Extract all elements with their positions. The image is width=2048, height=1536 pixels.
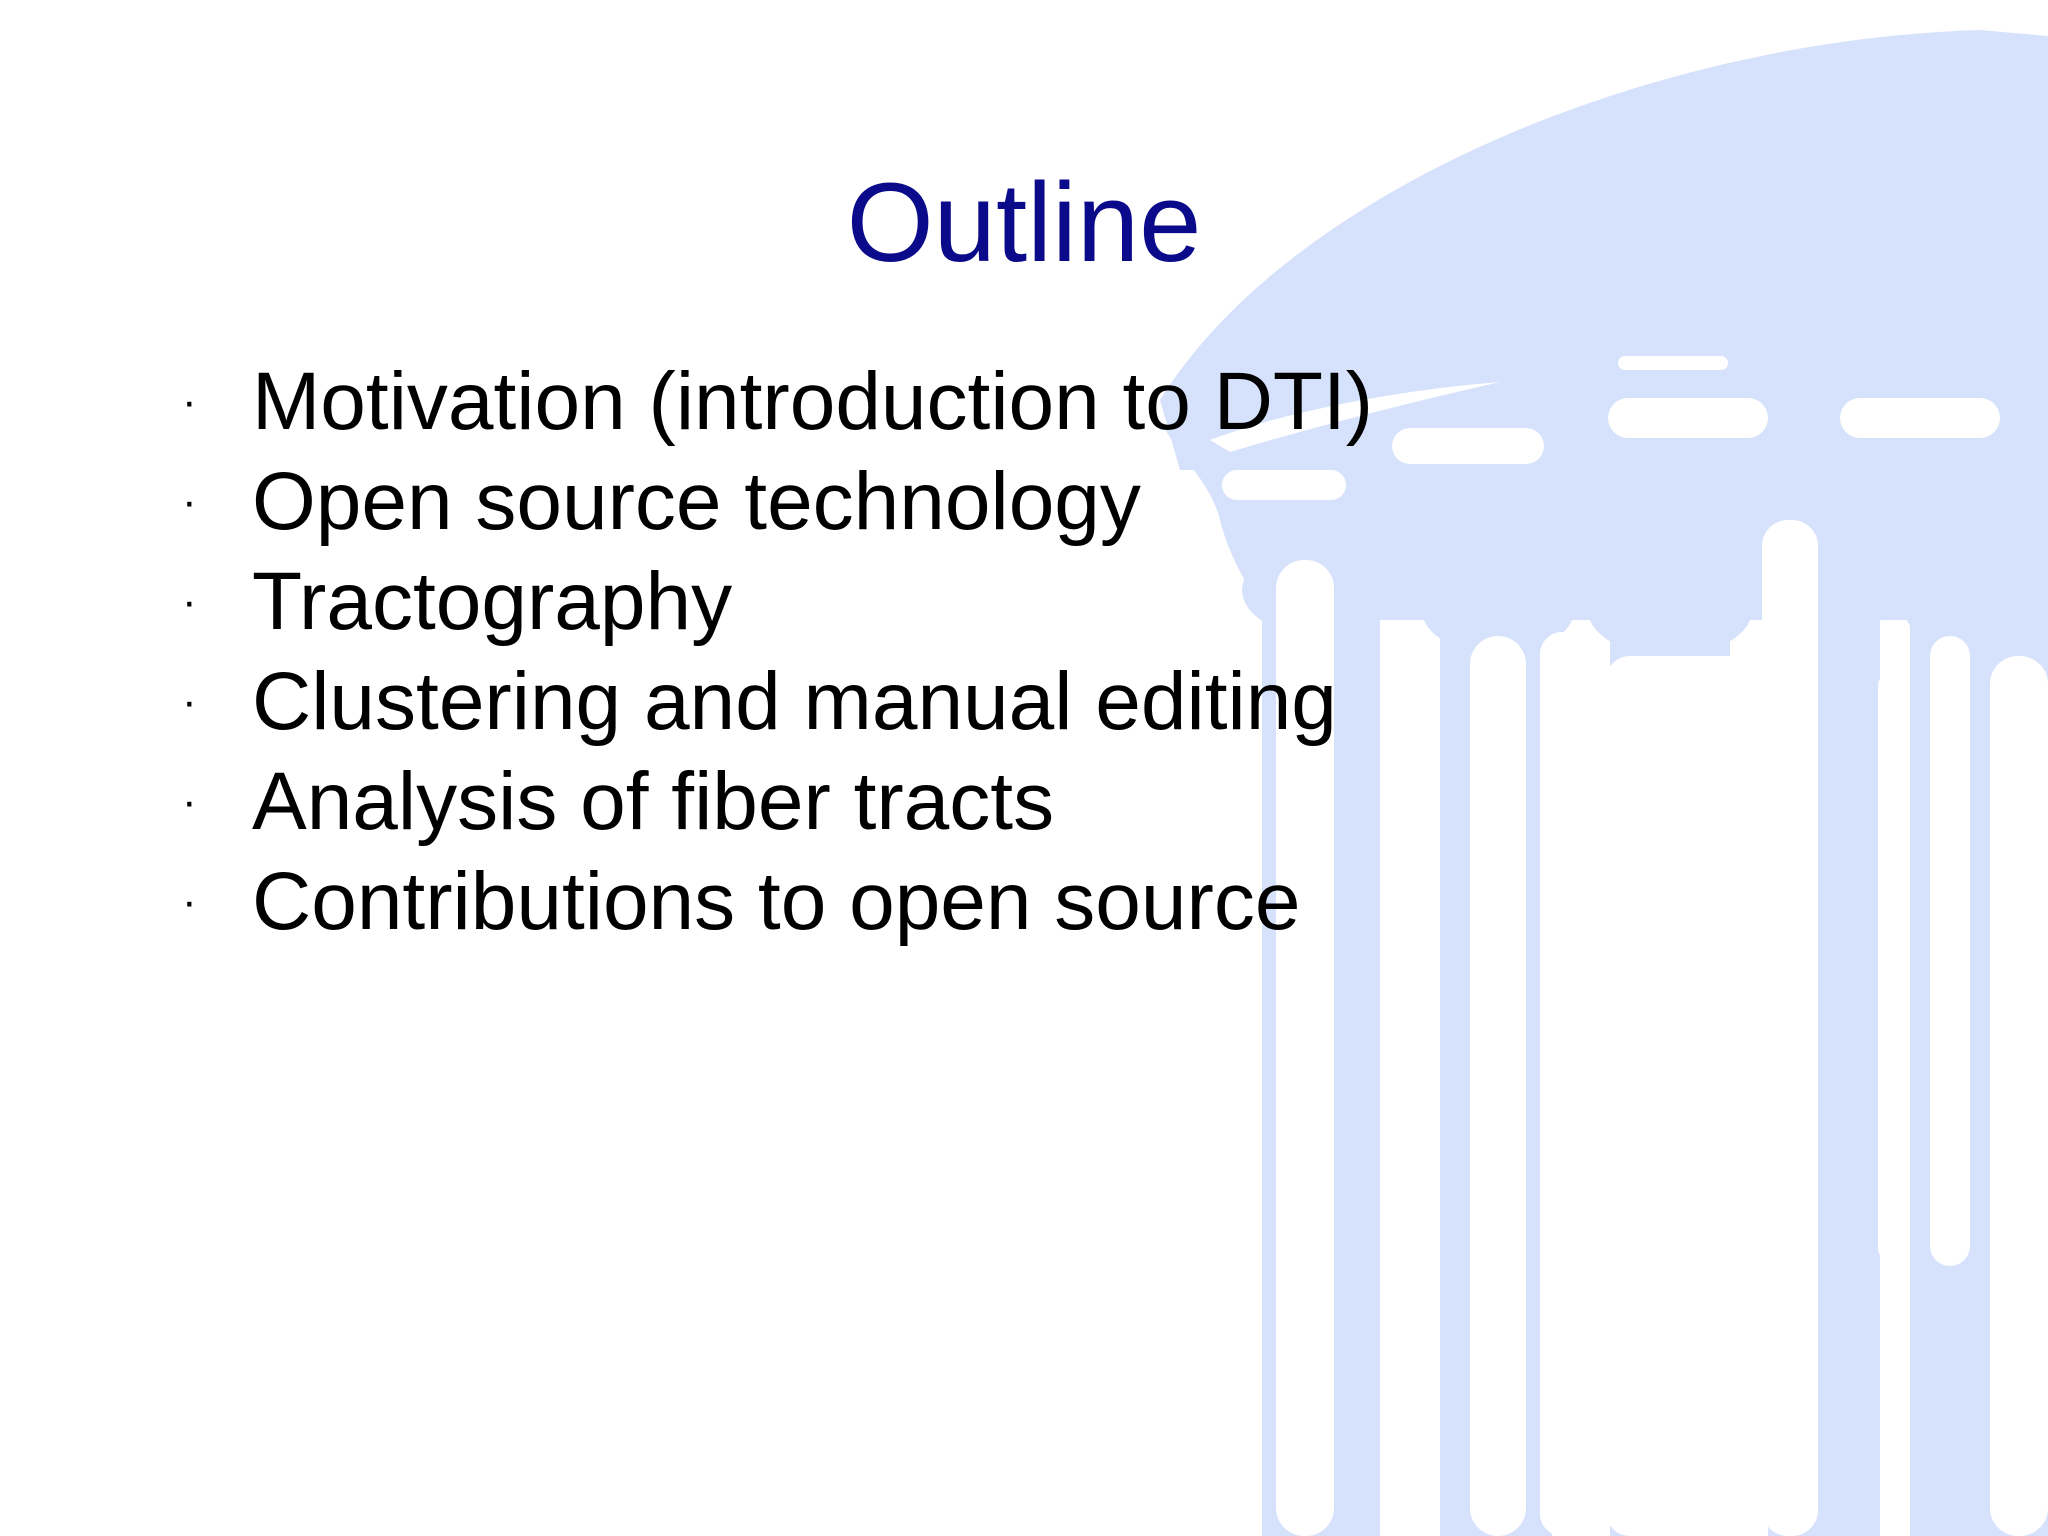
bullet-item: · Open source technology: [170, 452, 1373, 552]
bullet-text: Tractography: [252, 556, 733, 647]
bullet-text: Analysis of fiber tracts: [252, 756, 1055, 847]
bullet-text: Open source technology: [252, 456, 1141, 547]
bullet-item: · Tractography: [170, 552, 1373, 652]
bullet-list: · Motivation (introduction to DTI) · Ope…: [170, 352, 1373, 952]
bullet-item: · Contributions to open source: [170, 852, 1373, 952]
slide-title: Outline: [846, 160, 1202, 285]
bullet-dot-icon: ·: [182, 877, 197, 926]
bullet-text: Clustering and manual editing: [252, 656, 1337, 747]
bullet-item: · Clustering and manual editing: [170, 652, 1373, 752]
bullet-item: · Analysis of fiber tracts: [170, 752, 1373, 852]
bullet-dot-icon: ·: [182, 577, 197, 626]
bullet-text: Contributions to open source: [252, 856, 1301, 947]
bullet-dot-icon: ·: [182, 677, 197, 726]
bullet-dot-icon: ·: [182, 477, 197, 526]
bullet-dot-icon: ·: [182, 777, 197, 826]
bullet-dot-icon: ·: [182, 377, 197, 426]
bullet-text: Motivation (introduction to DTI): [252, 356, 1374, 447]
bullet-item: · Motivation (introduction to DTI): [170, 352, 1373, 452]
